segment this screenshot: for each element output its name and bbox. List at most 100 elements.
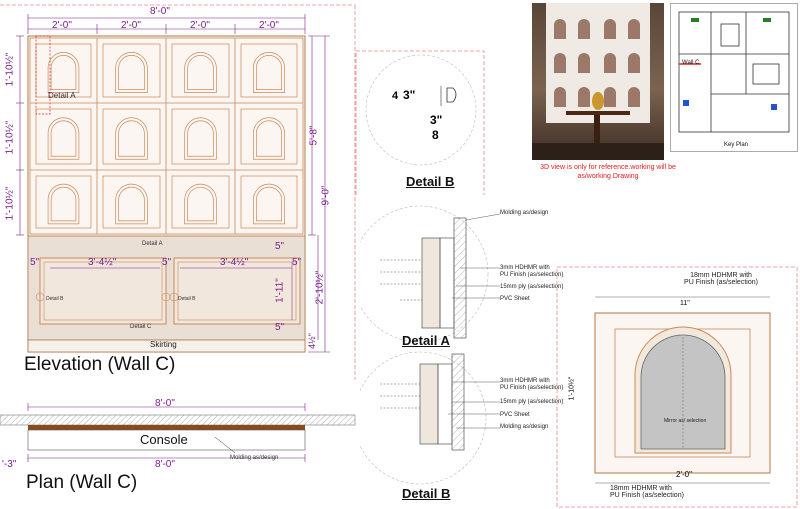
cabinet-width-right: 3'-4½"	[220, 257, 249, 268]
console-label: Console	[140, 432, 188, 447]
arch-panel-opening	[187, 186, 214, 222]
arch-panel-opening	[256, 186, 282, 222]
plan-width-top: 8'-0"	[155, 398, 175, 409]
arch-panel-opening	[115, 52, 148, 93]
elevation-title: Elevation (Wall C)	[24, 354, 176, 375]
plan-molding-label: Molding as/design	[230, 455, 279, 461]
plan-title: Plan (Wall C)	[26, 472, 138, 493]
arch-panel-opening	[256, 120, 282, 157]
elevation-row-height-2: 1'-10½"	[4, 120, 16, 155]
detail-a-label-pu: PU Finish (as/selection)	[500, 272, 564, 278]
detail-b-label-ply: 15mm ply (as/selection)	[500, 399, 564, 405]
elevation-upper-height: 5'-8"	[308, 125, 320, 146]
arch-panel-opening	[47, 183, 80, 225]
arch-panel-opening	[50, 120, 77, 157]
detail-b-label-pvc: PVC Sheet	[500, 412, 530, 418]
detail-b-callout-right: Detail B	[178, 296, 196, 302]
arch-panel-opening	[50, 55, 77, 90]
arch-panel-opening	[118, 55, 145, 90]
arch-panel-opening	[184, 117, 217, 160]
reference-note-line2: as/working Drawing	[577, 173, 639, 180]
elevation-total-height: 9'-0"	[320, 185, 332, 206]
arch-panel-frame	[102, 43, 161, 98]
elevation-col-width-2: 2'-0"	[121, 20, 141, 31]
arch-panel-frame	[102, 175, 161, 229]
detail-b-label-hdhmr: 3mm HDHMR with	[500, 378, 550, 384]
arch-panel-opening	[253, 52, 285, 93]
cabinet-width-left: 3'-4½"	[88, 257, 117, 268]
arch-panel-frame	[171, 43, 230, 98]
key-plan-floorplan	[678, 11, 790, 133]
arch-detail-drawing	[556, 266, 798, 508]
cabinet-top-gap: 5"	[275, 241, 285, 252]
reference-3d-view	[532, 3, 664, 160]
arch-panel-frame	[171, 175, 230, 229]
arch-panel-frame	[35, 175, 92, 229]
arch-top-label-line1: 18mm HDHMR with	[690, 272, 752, 279]
arch-panel-frame	[240, 43, 298, 98]
mirror-label: Mirror as/ selection	[664, 418, 707, 424]
cabinet-right-gap: 5"	[292, 257, 302, 268]
arch-panel-frame	[171, 108, 230, 165]
detail-b-drawing	[360, 351, 500, 485]
detail-b-small-drawing	[355, 50, 485, 195]
arch-width-label: 2'-0"	[676, 470, 692, 479]
arch-panel-frame	[35, 108, 92, 165]
arch-panel-opening	[253, 117, 285, 160]
detail-b-label-pu: PU Finish (as/selection)	[500, 385, 564, 391]
detail-b-title: Detail B	[402, 486, 451, 501]
detail-a-label-pvc: PVC Sheet	[500, 296, 530, 302]
arch-height-label: 1'-10½"	[568, 376, 576, 401]
arch-panel-opening	[187, 120, 214, 157]
skirting-label: Skirting	[150, 340, 177, 349]
detail-a-label-ply: 15mm ply (as/selection)	[500, 284, 564, 290]
detail-b-small-dim-a-sub: 4	[392, 90, 399, 102]
elevation-row-height-1: 1'-10½"	[4, 52, 16, 87]
elevation-row-height-3: 1'-10½"	[4, 186, 16, 221]
arch-panel-opening	[50, 186, 77, 222]
elevation-col-width-1: 2'-0"	[52, 20, 72, 31]
detail-a-callout: Detail A	[48, 91, 76, 100]
detail-a-label-molding: Molding as/design	[500, 210, 549, 216]
detail-b-callout: Detail B	[46, 296, 64, 302]
cabinet-left-gap: 5"	[30, 257, 40, 268]
arch-bottom-label-line1: 18mm HDHMR with	[610, 485, 672, 492]
elevation-col-width-3: 2'-0"	[190, 20, 210, 31]
arch-top-label: 18mm HDHMR with PU Finish (as/selection)	[676, 272, 766, 286]
key-plan-label: Key Plan	[724, 142, 749, 148]
arch-panel-opening	[253, 183, 285, 225]
elevation-drawing	[0, 4, 356, 380]
arch-top-label-line2: PU Finish (as/selection)	[684, 279, 758, 286]
reference-3d-render	[532, 3, 664, 160]
arch-panel-opening	[118, 120, 145, 157]
elevation-lower-height: 2'-10½"	[314, 270, 326, 305]
plan-drawing	[0, 403, 356, 462]
elevation-col-width-4: 2'-0"	[259, 20, 279, 31]
elevation-overall-width: 8'-0"	[150, 6, 170, 17]
arch-panel-frame	[35, 43, 92, 98]
arch-panel-opening	[184, 52, 217, 93]
skirting-height: 4½"	[306, 333, 317, 349]
detail-a-drawing	[360, 205, 501, 343]
arch-panel-opening	[115, 117, 148, 160]
detail-b-small-title: Detail B	[406, 174, 455, 189]
arch-panel-frame	[240, 108, 298, 165]
detail-b-label-molding: Molding as/design	[500, 424, 549, 430]
arch-panel-opening	[47, 117, 80, 160]
arch-panel-frame	[240, 175, 298, 229]
arch-panel-opening	[118, 186, 145, 222]
key-plan-wall-label: Wall C	[682, 60, 700, 66]
arch-panel-opening	[256, 55, 282, 90]
plan-width-bottom: 8'-0"	[155, 459, 175, 470]
arch-panel-opening	[184, 183, 217, 225]
arch-inner-width: 11"	[680, 300, 690, 307]
cabinet-mid-gap: 5"	[162, 257, 172, 268]
detail-a-mid-callout: Detail A	[142, 241, 163, 247]
key-plan	[670, 3, 798, 152]
reference-note: 3D view is only for reference.working wi…	[538, 163, 678, 181]
arch-panel-opening	[187, 55, 214, 90]
plan-depth-label: '-3"	[2, 459, 17, 470]
arch-panel-frame	[102, 108, 161, 165]
cabinet-bottom-gap: 5"	[275, 322, 285, 333]
arch-bottom-label-line2: PU Finish (as/selection)	[610, 492, 684, 499]
